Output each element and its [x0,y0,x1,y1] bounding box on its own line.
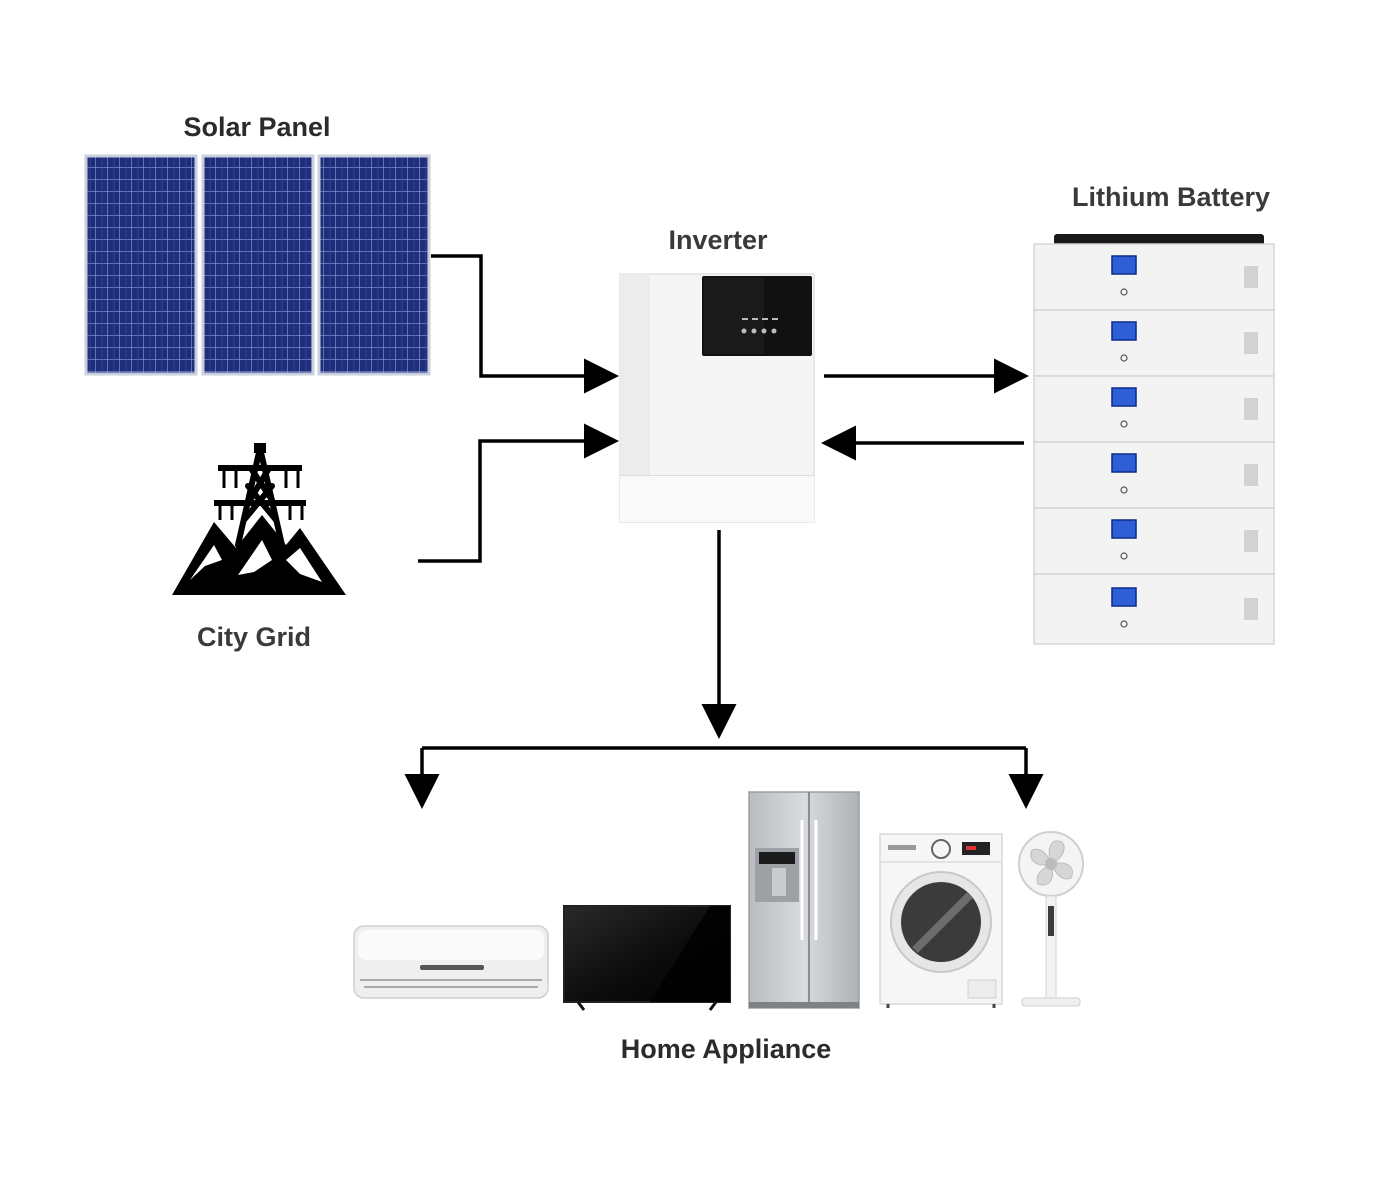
tv-icon [563,905,731,1011]
solar-to-inverter-line [431,254,619,394]
inverter-icon [619,273,815,523]
grid-to-inverter-line [418,423,619,563]
refrigerator-icon [748,791,860,1009]
solar-panel-label: Solar Panel [183,112,330,142]
solar-panel-icon [84,154,431,376]
air-conditioner-icon [353,925,549,999]
transmission-tower-icon [172,443,346,595]
battery-stack [1033,234,1275,645]
city-grid-label: City Grid [197,622,311,652]
washing-machine-icon [879,833,1003,1008]
connectors [404,254,1044,809]
inverter-label: Inverter [668,225,768,255]
lithium-battery-label: Lithium Battery [1072,182,1270,212]
fan-icon [1018,831,1084,1007]
battery-module-icon [1111,255,1258,628]
home-appliance-label: Home Appliance [621,1034,832,1064]
